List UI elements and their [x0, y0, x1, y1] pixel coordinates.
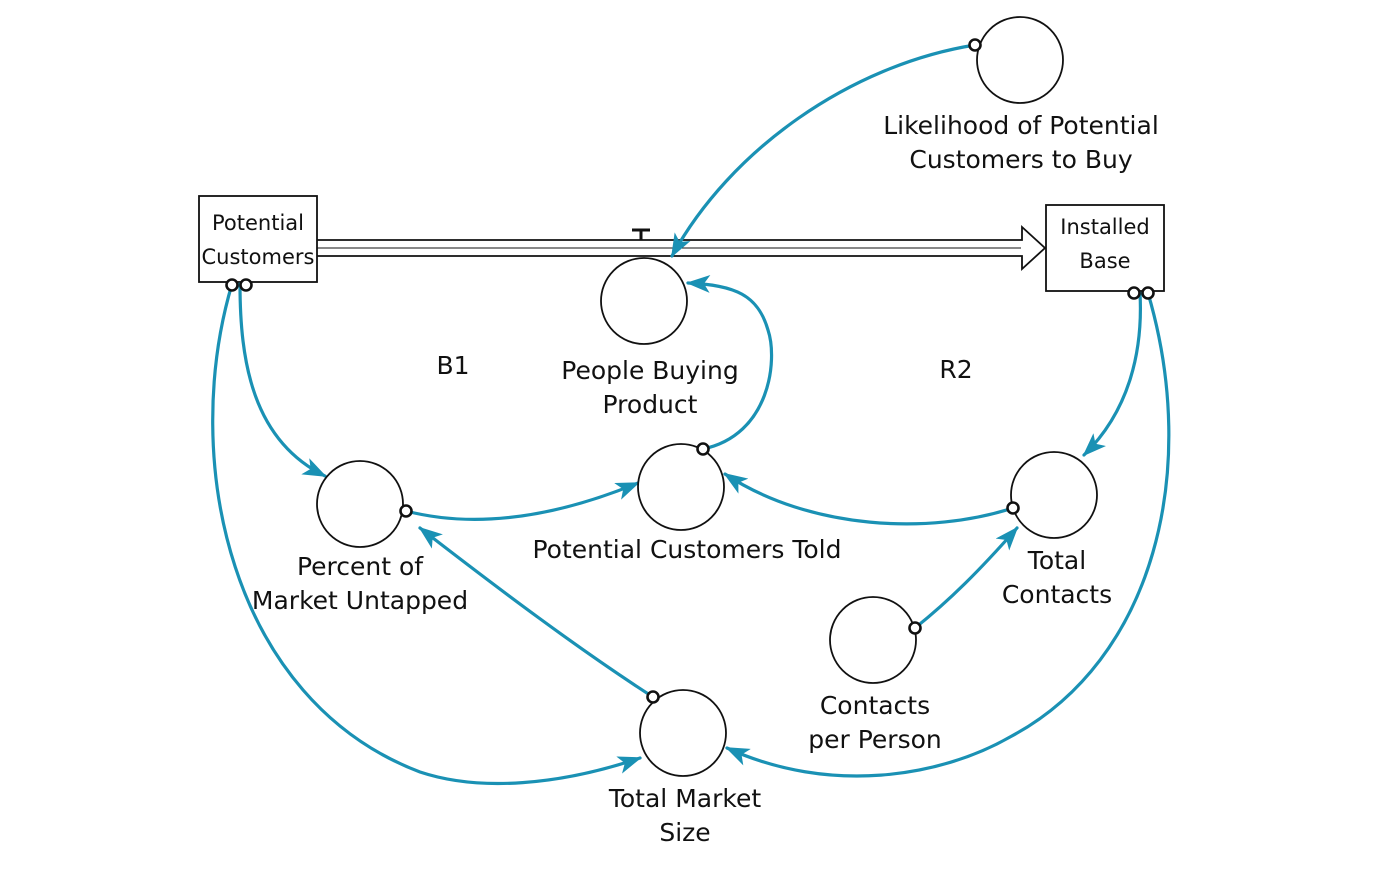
label-total-market-line1: Total Market	[608, 784, 761, 813]
tail-potential-customers-a	[225, 278, 239, 292]
label-people-buying-line1: People Buying	[561, 356, 738, 385]
link-likelihood-to-people-buying	[670, 43, 977, 258]
link-installed-base-to-total-market	[725, 291, 1171, 778]
link-total-contacts-to-told	[723, 472, 1015, 526]
stock-box	[198, 195, 318, 283]
label-total-market-line2: Size	[659, 818, 710, 847]
label-percent-untapped-line2: Market Untapped	[252, 586, 468, 615]
label-likelihood-line1: Likelihood of Potential	[883, 111, 1159, 140]
label-customers-told: Potential Customers Told	[532, 535, 841, 564]
link-tails	[225, 38, 1155, 704]
loop-label-reinforcing: R2	[939, 355, 972, 384]
causal-links	[211, 43, 1171, 786]
tail-contacts-per-person	[908, 621, 922, 635]
label-contacts-per-person-line1: Contacts	[820, 691, 930, 720]
stock-label-line2: Customers	[202, 245, 315, 269]
label-contacts-per-person-line2: per Person	[808, 725, 941, 754]
link-told-to-people-buying	[686, 274, 774, 451]
flow-pipe	[317, 224, 1047, 272]
stock-label-line1: Potential	[212, 211, 304, 235]
loop-label-balancing: B1	[436, 351, 469, 380]
tail-total-contacts	[1006, 501, 1020, 515]
label-people-buying-line2: Product	[603, 390, 698, 419]
label-total-contacts-line2: Contacts	[1002, 580, 1112, 609]
node-percent-untapped[interactable]	[316, 460, 404, 548]
link-contacts-per-person-to-total-contacts	[913, 526, 1019, 630]
node-people-buying[interactable]	[600, 257, 688, 345]
stock-label-line1: Installed	[1060, 215, 1149, 239]
stock-label-line2: Base	[1079, 249, 1130, 273]
tail-total-market	[646, 690, 660, 704]
stock-potential-customers[interactable]: Potential Customers	[198, 195, 318, 283]
link-installed-base-to-total-contacts	[1082, 291, 1142, 457]
link-potential-customers-to-percent-untapped	[238, 282, 327, 478]
stock-box	[1045, 204, 1165, 292]
link-total-market-to-percent-untapped	[418, 526, 655, 699]
link-percent-untapped-to-told	[404, 481, 640, 521]
node-total-contacts[interactable]	[1010, 451, 1098, 539]
link-potential-customers-to-total-market	[211, 282, 642, 786]
stock-installed-base[interactable]: Installed Base	[1045, 204, 1165, 292]
label-likelihood-line2: Customers to Buy	[909, 145, 1132, 174]
node-contacts-per-person[interactable]	[829, 596, 917, 684]
flow-valve-icon	[632, 228, 650, 240]
tail-likelihood	[968, 38, 982, 52]
tail-percent-untapped	[399, 504, 413, 518]
tail-potential-customers-b	[239, 278, 253, 292]
label-percent-untapped-line1: Percent of	[297, 552, 424, 581]
node-total-market[interactable]	[639, 689, 727, 777]
tail-installed-base-a	[1127, 286, 1141, 300]
tail-installed-base-b	[1141, 286, 1155, 300]
tail-customers-told	[696, 442, 710, 456]
node-likelihood[interactable]	[976, 16, 1064, 104]
node-customers-told[interactable]	[637, 443, 725, 531]
label-total-contacts-line1: Total	[1027, 546, 1086, 575]
